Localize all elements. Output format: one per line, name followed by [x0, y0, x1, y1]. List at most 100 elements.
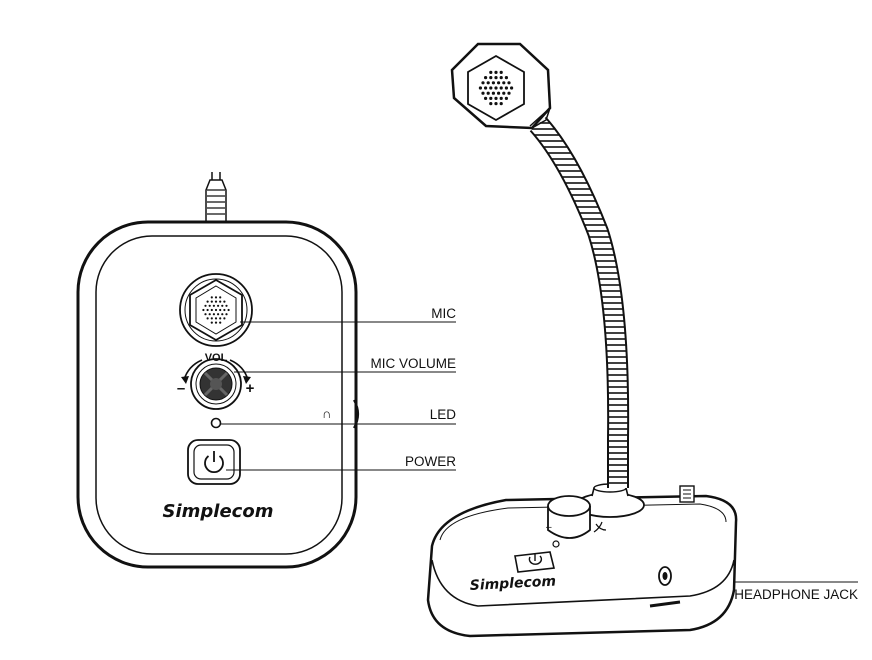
grille-dot [494, 70, 498, 74]
grille-dot [225, 313, 228, 316]
mic-head-grille-dots [478, 70, 514, 106]
grille-dot [481, 81, 485, 85]
brand-logo-side: Simplecom [469, 574, 556, 594]
grille-dot [497, 91, 501, 95]
grille-dot [210, 321, 213, 324]
grille-dot [206, 317, 209, 320]
grille-dot [489, 70, 493, 74]
grille-dot [219, 300, 222, 303]
grille-dot [499, 96, 503, 100]
grille-dot [225, 304, 228, 307]
grille-dot [210, 317, 213, 320]
grille-dot [206, 308, 209, 312]
grille-dot [204, 304, 207, 307]
stand-led [552, 540, 560, 548]
grille-dot [219, 296, 222, 299]
front-body-inner [95, 235, 343, 555]
grille-dot [494, 102, 498, 106]
front-view: ∩ VOL – + [76, 172, 360, 569]
label-headphone-jack: HEADPHONE JACK [734, 587, 858, 602]
stem-collar [575, 483, 645, 518]
grille-dot [481, 91, 485, 95]
headphone-small-icon: ∩ [322, 406, 331, 421]
grille-dot [208, 304, 211, 307]
label-mic: MIC [431, 306, 456, 321]
cable [205, 172, 227, 222]
grille-dot [489, 86, 493, 90]
brand-logo-front: Simplecom [163, 501, 274, 522]
stand-volume-knob: – [546, 495, 607, 539]
grille-dot [206, 300, 209, 303]
grille-dot [484, 96, 488, 100]
grille-dot [494, 76, 498, 80]
grille-dot [499, 102, 503, 106]
grille-dot [507, 91, 511, 95]
grille-dot [212, 304, 215, 307]
callouts: MIC MIC VOLUME LED POWER HEADPHONE JACK [221, 306, 858, 602]
volume-knob: VOL – + [177, 352, 255, 410]
grille-dot [486, 81, 490, 85]
stand-base [426, 485, 738, 638]
power-button [187, 439, 241, 485]
minus-sign: – [177, 380, 185, 397]
grille-dot [217, 313, 220, 316]
grille-dot [212, 313, 215, 316]
grille-dot [210, 300, 213, 303]
grille-dot [489, 102, 493, 106]
grille-dot [204, 313, 207, 316]
grille-dot [214, 300, 218, 303]
grille-dot [491, 81, 495, 85]
grille-dot [223, 300, 226, 303]
grille-dot [223, 308, 226, 312]
grille-dot [219, 308, 222, 312]
grille-dot [208, 313, 211, 316]
label-mic-volume: MIC VOLUME [370, 356, 456, 371]
grille-dot [223, 317, 226, 320]
label-power: POWER [405, 454, 456, 469]
grille-dot [221, 313, 224, 316]
vol-label: VOL [205, 352, 228, 364]
grille-dot [502, 91, 506, 95]
grille-dot [217, 304, 220, 307]
grille-dot [489, 76, 493, 80]
mic-head [450, 42, 552, 130]
grille-dot [486, 91, 490, 95]
grille-dot [484, 86, 488, 90]
grille-dot [478, 86, 482, 90]
grille-dot [227, 308, 230, 312]
stand-power-button [514, 551, 555, 573]
grille-dot [219, 321, 222, 324]
side-jack-bump [353, 399, 360, 429]
side-view: – Simplecom [426, 42, 738, 638]
power-icon [204, 455, 224, 474]
led-indicator [210, 417, 222, 429]
plus-sign: + [246, 380, 255, 397]
grille-dot [504, 76, 508, 80]
grille-dot [489, 96, 493, 100]
mic-capsule [179, 273, 253, 347]
grille-dot [210, 296, 213, 299]
grille-dot [499, 70, 503, 74]
grille-dot [507, 81, 511, 85]
grille-dot [214, 308, 218, 312]
grille-dot [214, 317, 218, 320]
mic-grille-dots [202, 296, 230, 324]
grille-dot [494, 96, 498, 100]
grille-dot [202, 308, 205, 312]
grille-dot [491, 91, 495, 95]
grille-dot [484, 76, 488, 80]
grille-dot [214, 296, 218, 299]
grille-dot [497, 81, 501, 85]
grille-dot [494, 86, 498, 90]
grille-dot [510, 86, 514, 90]
grille-dot [502, 81, 506, 85]
grille-dot [499, 86, 503, 90]
label-led: LED [430, 407, 457, 422]
grille-dot [214, 321, 218, 324]
grille-dot [504, 96, 508, 100]
grille-dot [210, 308, 213, 312]
stand-minus-sign: – [546, 522, 552, 533]
grille-dot [221, 304, 224, 307]
